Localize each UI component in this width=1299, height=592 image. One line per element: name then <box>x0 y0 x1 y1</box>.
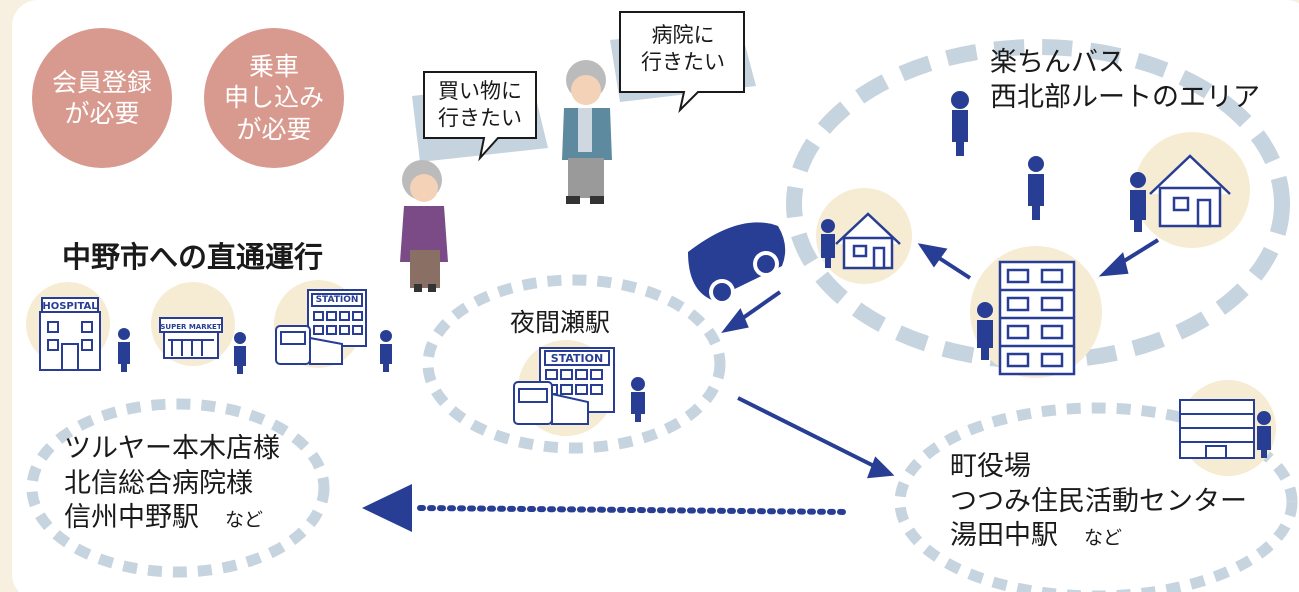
station-sign-yomase: STATION <box>551 352 603 365</box>
arrow-icon <box>917 243 972 280</box>
house-icon <box>835 212 901 270</box>
speech-text-left: 買い物に 行きたい <box>428 78 532 133</box>
bubble-line: 病院に <box>651 23 715 47</box>
ride-request-badge: 乗車 申し込み が必要 <box>204 28 344 168</box>
destination-line: つつみ住民活動センター <box>950 485 1247 517</box>
yomase-station-label: 夜間瀬駅 <box>510 308 611 337</box>
route-area-ellipse <box>786 39 1290 369</box>
destination-line: 北信総合病院様 <box>64 467 253 499</box>
speech-text-right: 病院に 行きたい <box>626 22 740 77</box>
nakano-area-ellipse <box>26 398 330 578</box>
bubble-line: 行きたい <box>641 50 725 75</box>
badge-line: が必要 <box>64 99 140 128</box>
badge-line: 申し込み <box>223 83 324 113</box>
station-icon <box>275 289 367 365</box>
destination-line: ツルヤー本木店様 <box>64 433 280 464</box>
bus-stop-icon <box>821 219 835 268</box>
town-area-ellipse <box>894 402 1298 592</box>
etc-suffix: など <box>225 509 264 532</box>
nakano-destinations: ツルヤー本木店様 北信総合病院様 信州中野駅 など <box>64 432 280 536</box>
station-icon <box>513 347 615 425</box>
membership-badge: 会員登録 が必要 <box>32 28 172 168</box>
elderly-man-illustration <box>562 60 612 204</box>
supermarket-icon <box>159 317 223 359</box>
bus-stop-icon <box>977 302 993 360</box>
bus-stop-icon <box>1028 156 1044 220</box>
speech-bubble-left <box>423 71 537 162</box>
direct-service-title: 中野市への直通運行 <box>62 240 324 274</box>
bus-stop-icon <box>234 332 246 374</box>
destination-line: 信州中野駅 など <box>64 501 280 536</box>
house-icon <box>1149 154 1231 228</box>
arrow-icon <box>737 396 895 479</box>
arrow-icon <box>1098 238 1160 277</box>
yomase-area-ellipse <box>422 274 726 454</box>
speech-bubble-right <box>619 11 745 114</box>
bus-stop-icon <box>631 377 645 422</box>
bus-stop-icon <box>951 91 969 156</box>
destination-name: 信州中野駅 <box>64 502 199 534</box>
bus-stop-icon <box>118 328 130 372</box>
elderly-woman-illustration <box>400 160 448 292</box>
bus-stop-icon <box>380 330 392 372</box>
apartment-icon <box>998 260 1076 376</box>
area-line: 西北部ルートのエリア <box>990 81 1260 113</box>
destination-line: 町役場 <box>950 451 1031 482</box>
bubble-line: 行きたい <box>438 106 522 131</box>
hospital-sign: HOSPITAL <box>42 301 98 312</box>
destination-name: 湯田中駅 <box>950 520 1058 552</box>
supermarket-sign: SUPER MARKET <box>160 323 221 331</box>
etc-suffix: など <box>1084 527 1123 550</box>
bubble-line: 買い物に <box>438 79 522 103</box>
route-area-label: 楽ちんバス 西北部ルートのエリア <box>990 46 1260 115</box>
town-hall-icon <box>1179 399 1255 459</box>
bus-stop-icon <box>1257 411 1271 458</box>
town-destinations: 町役場 つつみ住民活動センター 湯田中駅 など <box>950 450 1247 554</box>
dotted-arrow <box>362 484 851 532</box>
destination-line: 湯田中駅 など <box>950 519 1247 554</box>
bus-icon <box>688 222 786 305</box>
hospital-icon <box>39 297 101 371</box>
bus-stop-icon <box>1130 172 1146 232</box>
badge-line: が必要 <box>236 114 312 144</box>
arrow-icon <box>721 290 782 334</box>
badge-line: 乗車 <box>248 52 299 82</box>
area-line: 楽ちんバス <box>990 47 1125 78</box>
badge-line: 会員登録 <box>51 67 152 97</box>
station-sign-left: STATION <box>316 295 359 305</box>
